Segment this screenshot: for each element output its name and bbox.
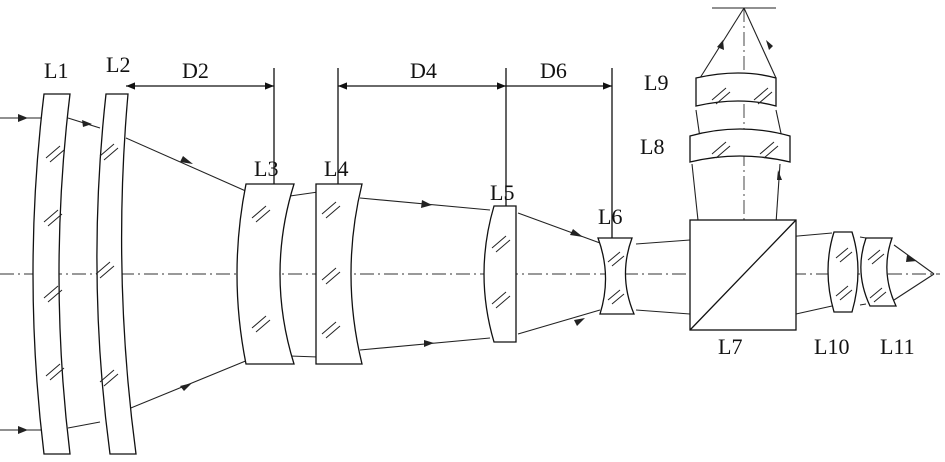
label-l5: L5 xyxy=(490,180,514,205)
dimension-lines xyxy=(126,68,612,240)
prism-l7 xyxy=(690,220,796,330)
lens-l8 xyxy=(690,129,790,162)
label-d4: D4 xyxy=(410,58,437,83)
label-l2: L2 xyxy=(106,52,130,77)
label-l11: L11 xyxy=(880,334,915,359)
label-l4: L4 xyxy=(324,156,348,181)
lens-l5 xyxy=(484,206,516,342)
label-l8: L8 xyxy=(640,134,664,159)
label-l10: L10 xyxy=(814,334,849,359)
label-l3: L3 xyxy=(254,156,278,181)
label-l9: L9 xyxy=(644,70,668,95)
lens-l9 xyxy=(696,73,776,106)
label-l7: L7 xyxy=(718,334,742,359)
lens-l3 xyxy=(237,184,294,364)
label-l6: L6 xyxy=(598,204,622,229)
lens-l11 xyxy=(861,238,896,306)
lens-l1 xyxy=(33,94,70,454)
lens-l10 xyxy=(828,232,858,312)
label-l1: L1 xyxy=(44,58,68,83)
label-d6: D6 xyxy=(540,58,567,83)
ray-paths xyxy=(0,8,934,430)
label-d2: D2 xyxy=(182,58,209,83)
lens-l6 xyxy=(598,238,634,314)
